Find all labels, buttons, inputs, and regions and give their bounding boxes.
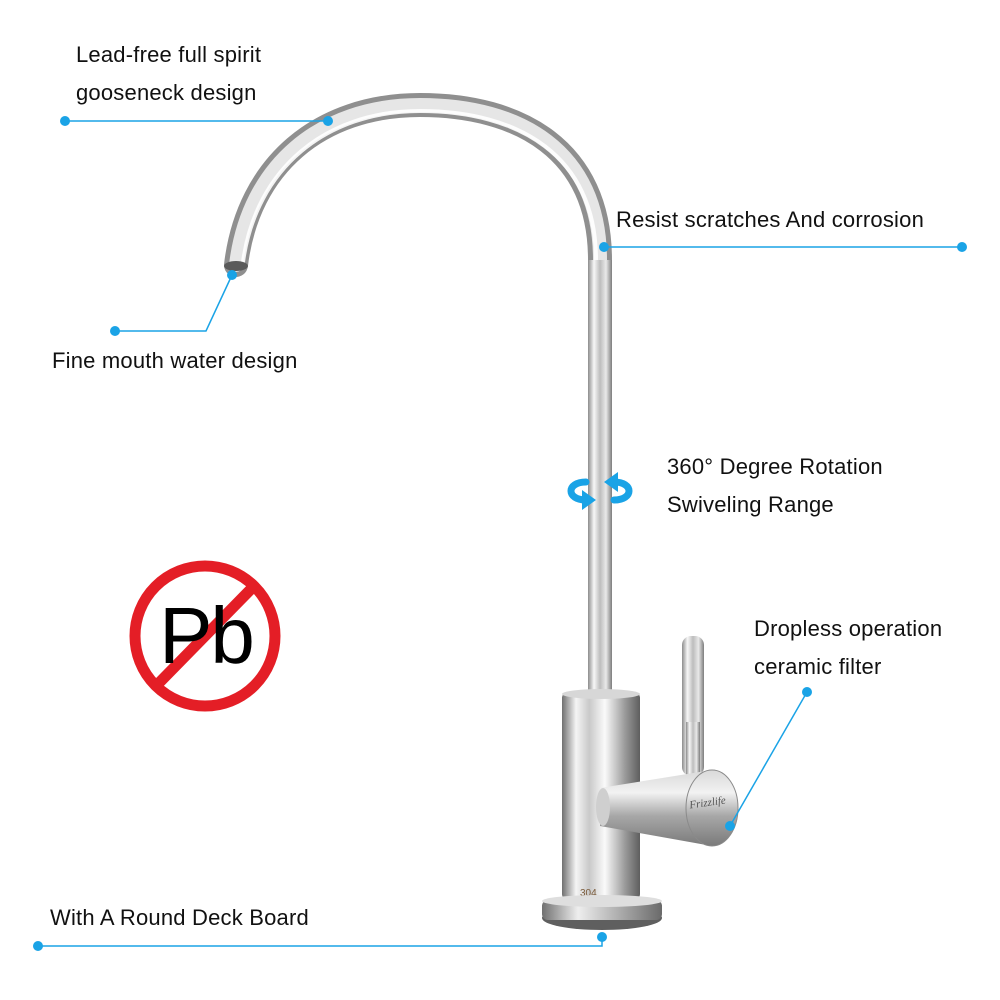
callout-mouth: Fine mouth water design [52,342,298,380]
callout-mouth-text: Fine mouth water design [52,348,298,373]
callout-lines [38,120,962,947]
callout-rotation-line2: Swiveling Range [667,492,834,517]
callout-deck-text: With A Round Deck Board [50,905,309,930]
callout-rotation-line1: 360° Degree Rotation [667,454,883,479]
gooseneck-spout [224,92,612,712]
brand-mark: Frizzlife [688,795,727,812]
no-lead-icon [129,560,281,712]
callout-dropless-line2: ceramic filter [754,654,882,679]
callout-scratch: Resist scratches And corrosion [616,201,924,239]
callout-gooseneck-line1: Lead-free full spirit [76,42,262,67]
callout-dots [33,116,967,951]
callout-gooseneck-line2: gooseneck design [76,80,257,105]
callout-gooseneck: Lead-free full spirit gooseneck design [76,36,261,112]
callout-deck: With A Round Deck Board [50,899,309,937]
callout-dropless-line1: Dropless operation [754,616,943,641]
spout-tip [224,261,248,271]
material-mark: 304 [580,888,597,899]
callout-rotation: 360° Degree Rotation Swiveling Range [667,448,883,524]
callout-dropless: Dropless operation ceramic filter [754,610,942,686]
lead-symbol: Pb [159,591,255,680]
callout-scratch-text: Resist scratches And corrosion [616,207,925,232]
rotation-arrow-icon [567,472,633,510]
